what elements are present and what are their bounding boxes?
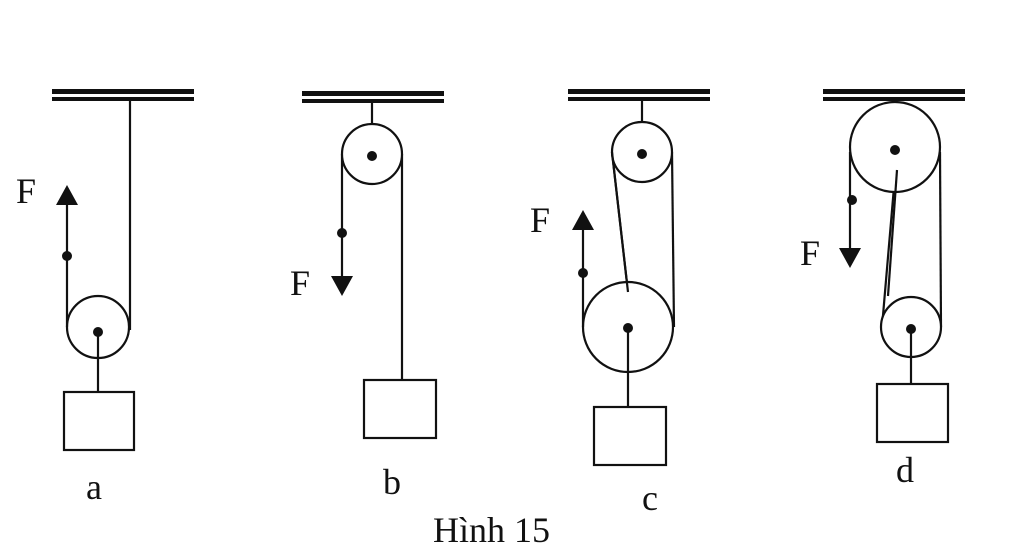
weight-d: [875, 382, 950, 444]
ceiling-a: [52, 89, 194, 94]
figure-caption: Hình 15: [433, 510, 550, 550]
panel-a: F a: [16, 89, 194, 507]
panel-label-b: b: [383, 462, 401, 502]
weight-b: [362, 378, 438, 440]
rope-d-outer: [938, 151, 943, 328]
panel-d: F d: [800, 89, 965, 490]
weight-c: [592, 405, 668, 467]
panel-b: F b: [290, 91, 444, 502]
force-arrow-c: [572, 210, 594, 230]
panel-label-a: a: [86, 467, 102, 507]
force-label-d: F: [800, 233, 820, 273]
weight-a: [62, 390, 136, 452]
force-label-b: F: [290, 263, 310, 303]
ceiling-c: [568, 89, 710, 94]
panel-c: F c: [530, 89, 710, 518]
ceiling-b: [302, 91, 444, 96]
force-arrow-a: [56, 185, 78, 205]
panel-label-c: c: [642, 478, 658, 518]
force-arrow-b: [331, 276, 353, 296]
rope-c-outer: [670, 151, 676, 328]
force-label-a: F: [16, 171, 36, 211]
force-arrow-d: [839, 248, 861, 268]
panel-label-d: d: [896, 450, 914, 490]
ceiling-d: [823, 89, 965, 94]
force-label-c: F: [530, 200, 550, 240]
